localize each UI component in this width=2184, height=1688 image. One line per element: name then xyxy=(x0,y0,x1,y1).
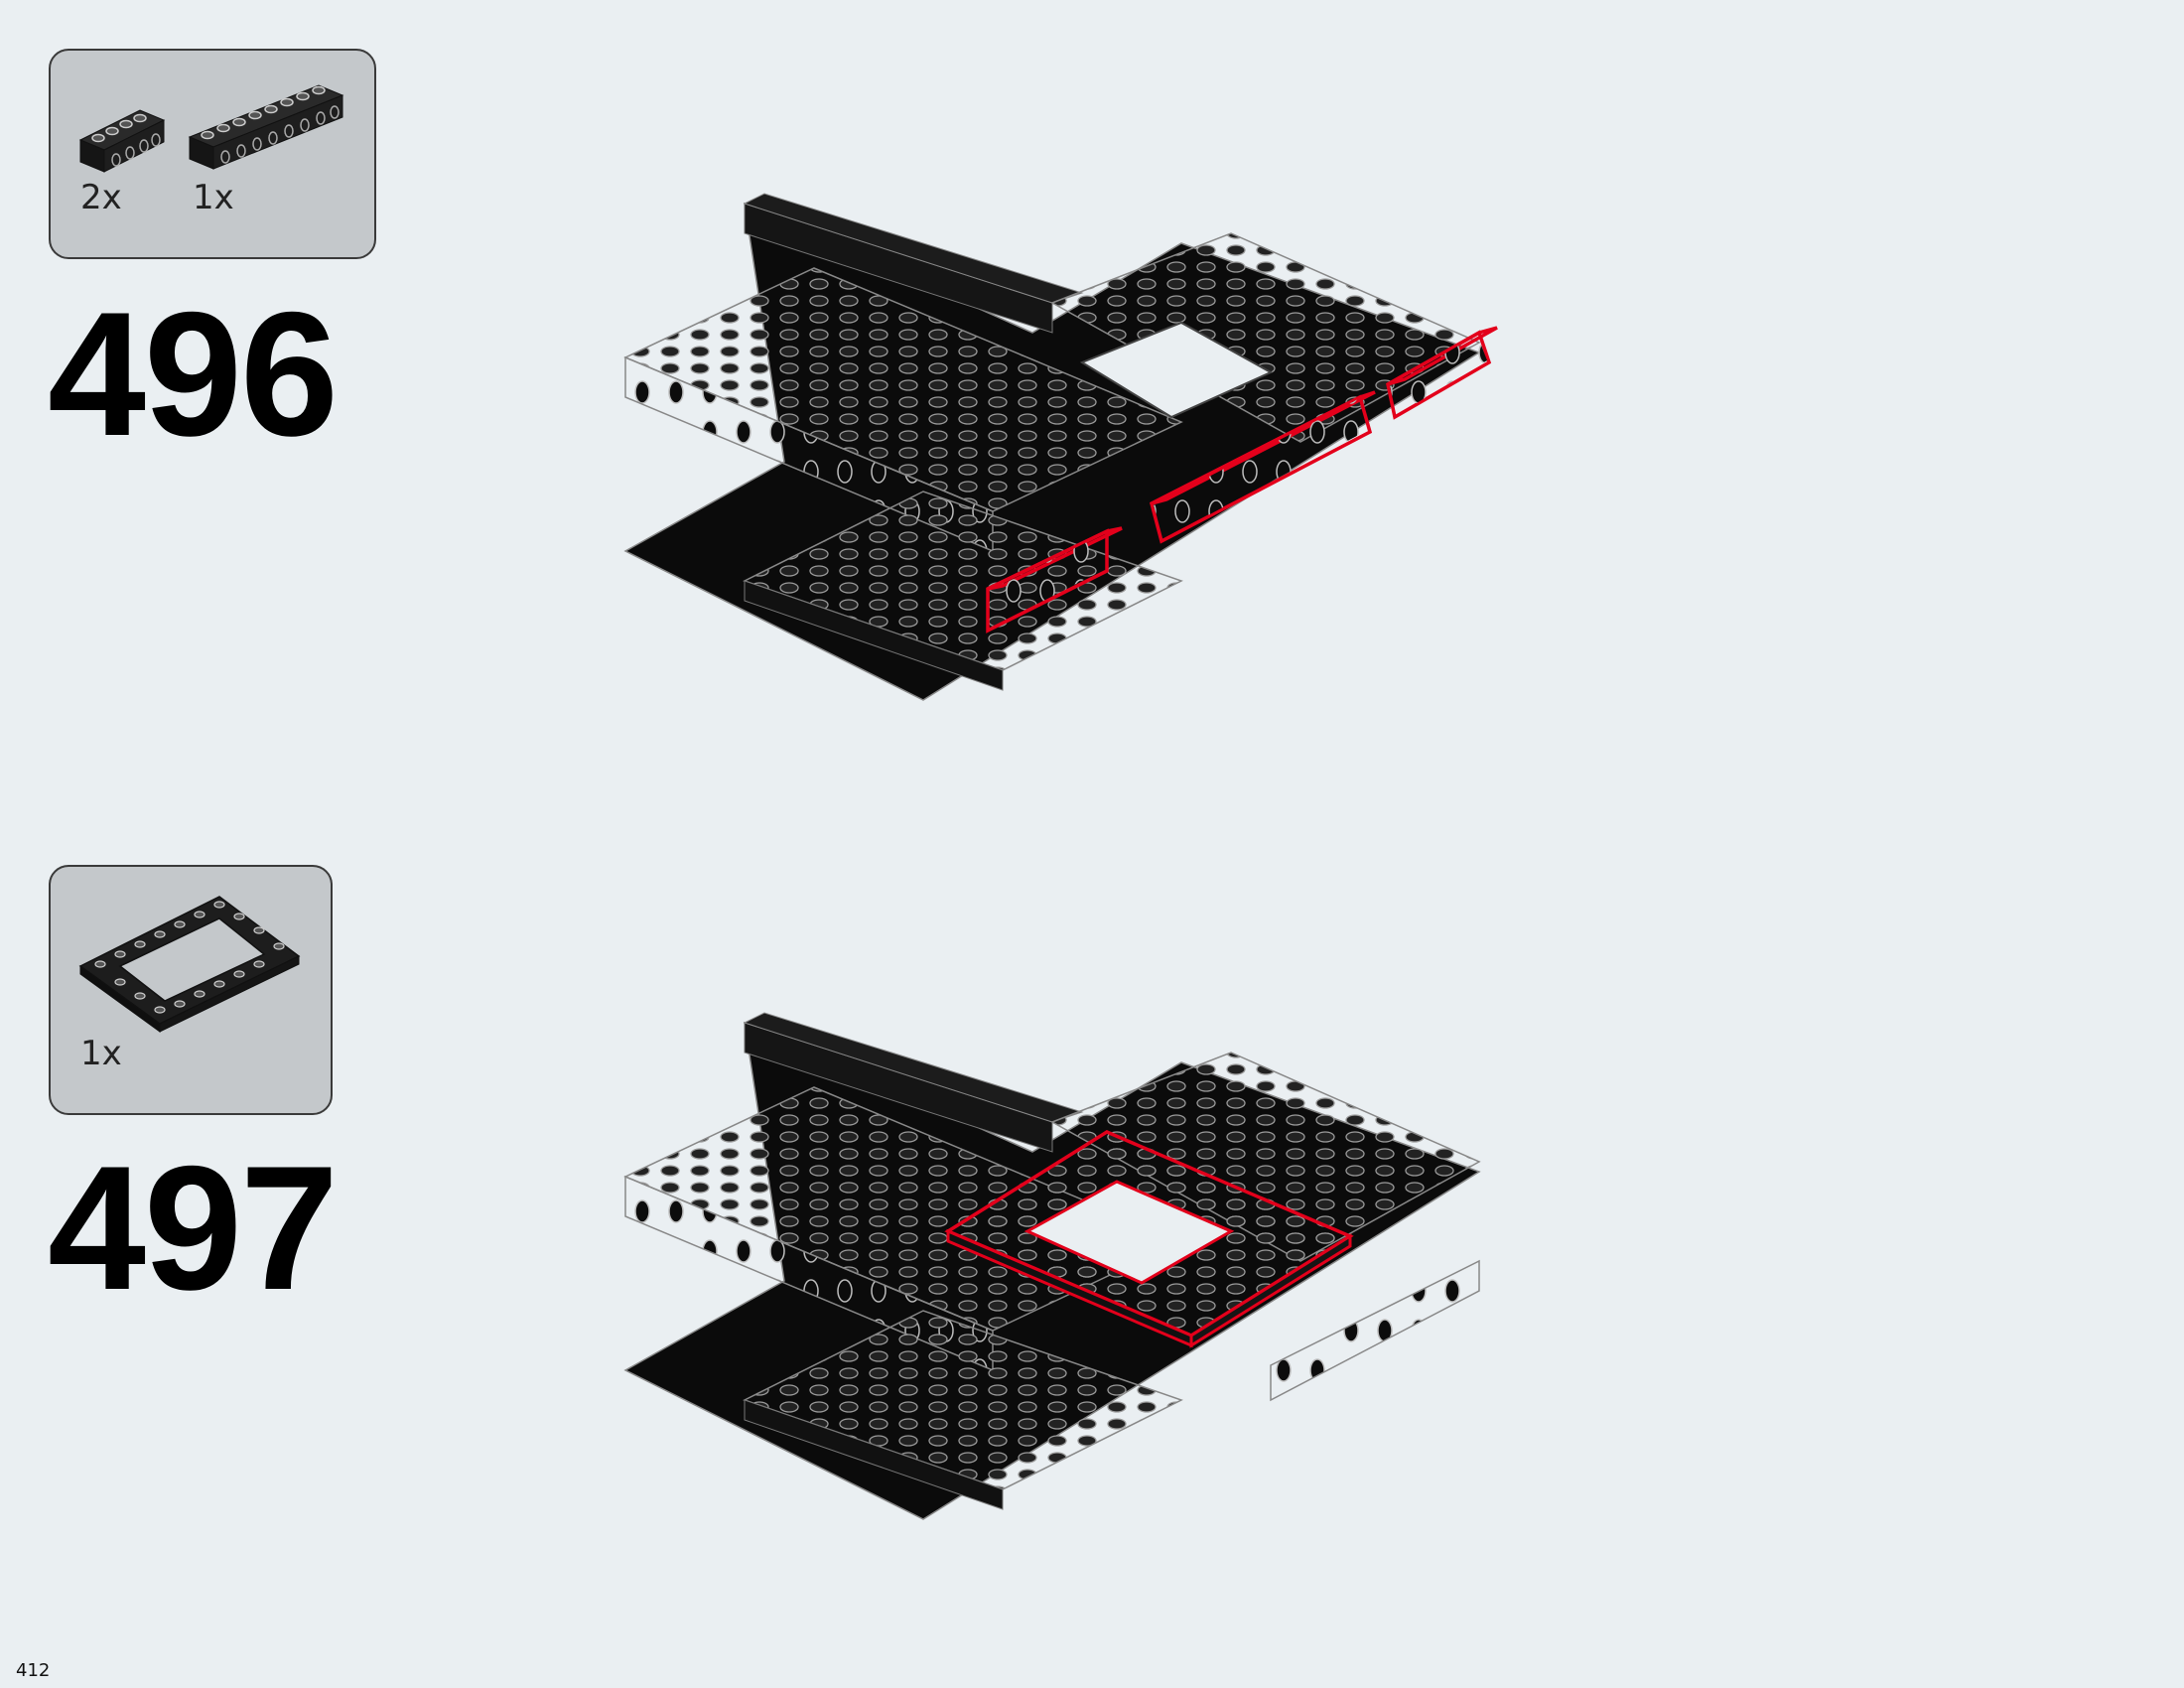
part-qty: 1x xyxy=(80,1034,122,1073)
step-number-496: 496 xyxy=(48,275,339,473)
page-number: 412 xyxy=(16,1660,51,1681)
parts-callout-496: 2x 1x xyxy=(49,49,376,259)
step-number-497: 497 xyxy=(48,1129,339,1327)
part-qty: 1x xyxy=(193,178,234,217)
technic-brick-1x4-icon xyxy=(78,109,166,173)
model-illustration-496 xyxy=(623,193,1498,701)
parts-callout-497: 1x xyxy=(49,865,333,1115)
model-illustration-497 xyxy=(623,1012,1481,1520)
plate-6x8-open-center-icon xyxy=(78,896,301,1033)
technic-brick-1x8-icon xyxy=(188,84,344,170)
part-qty: 2x xyxy=(80,178,122,217)
